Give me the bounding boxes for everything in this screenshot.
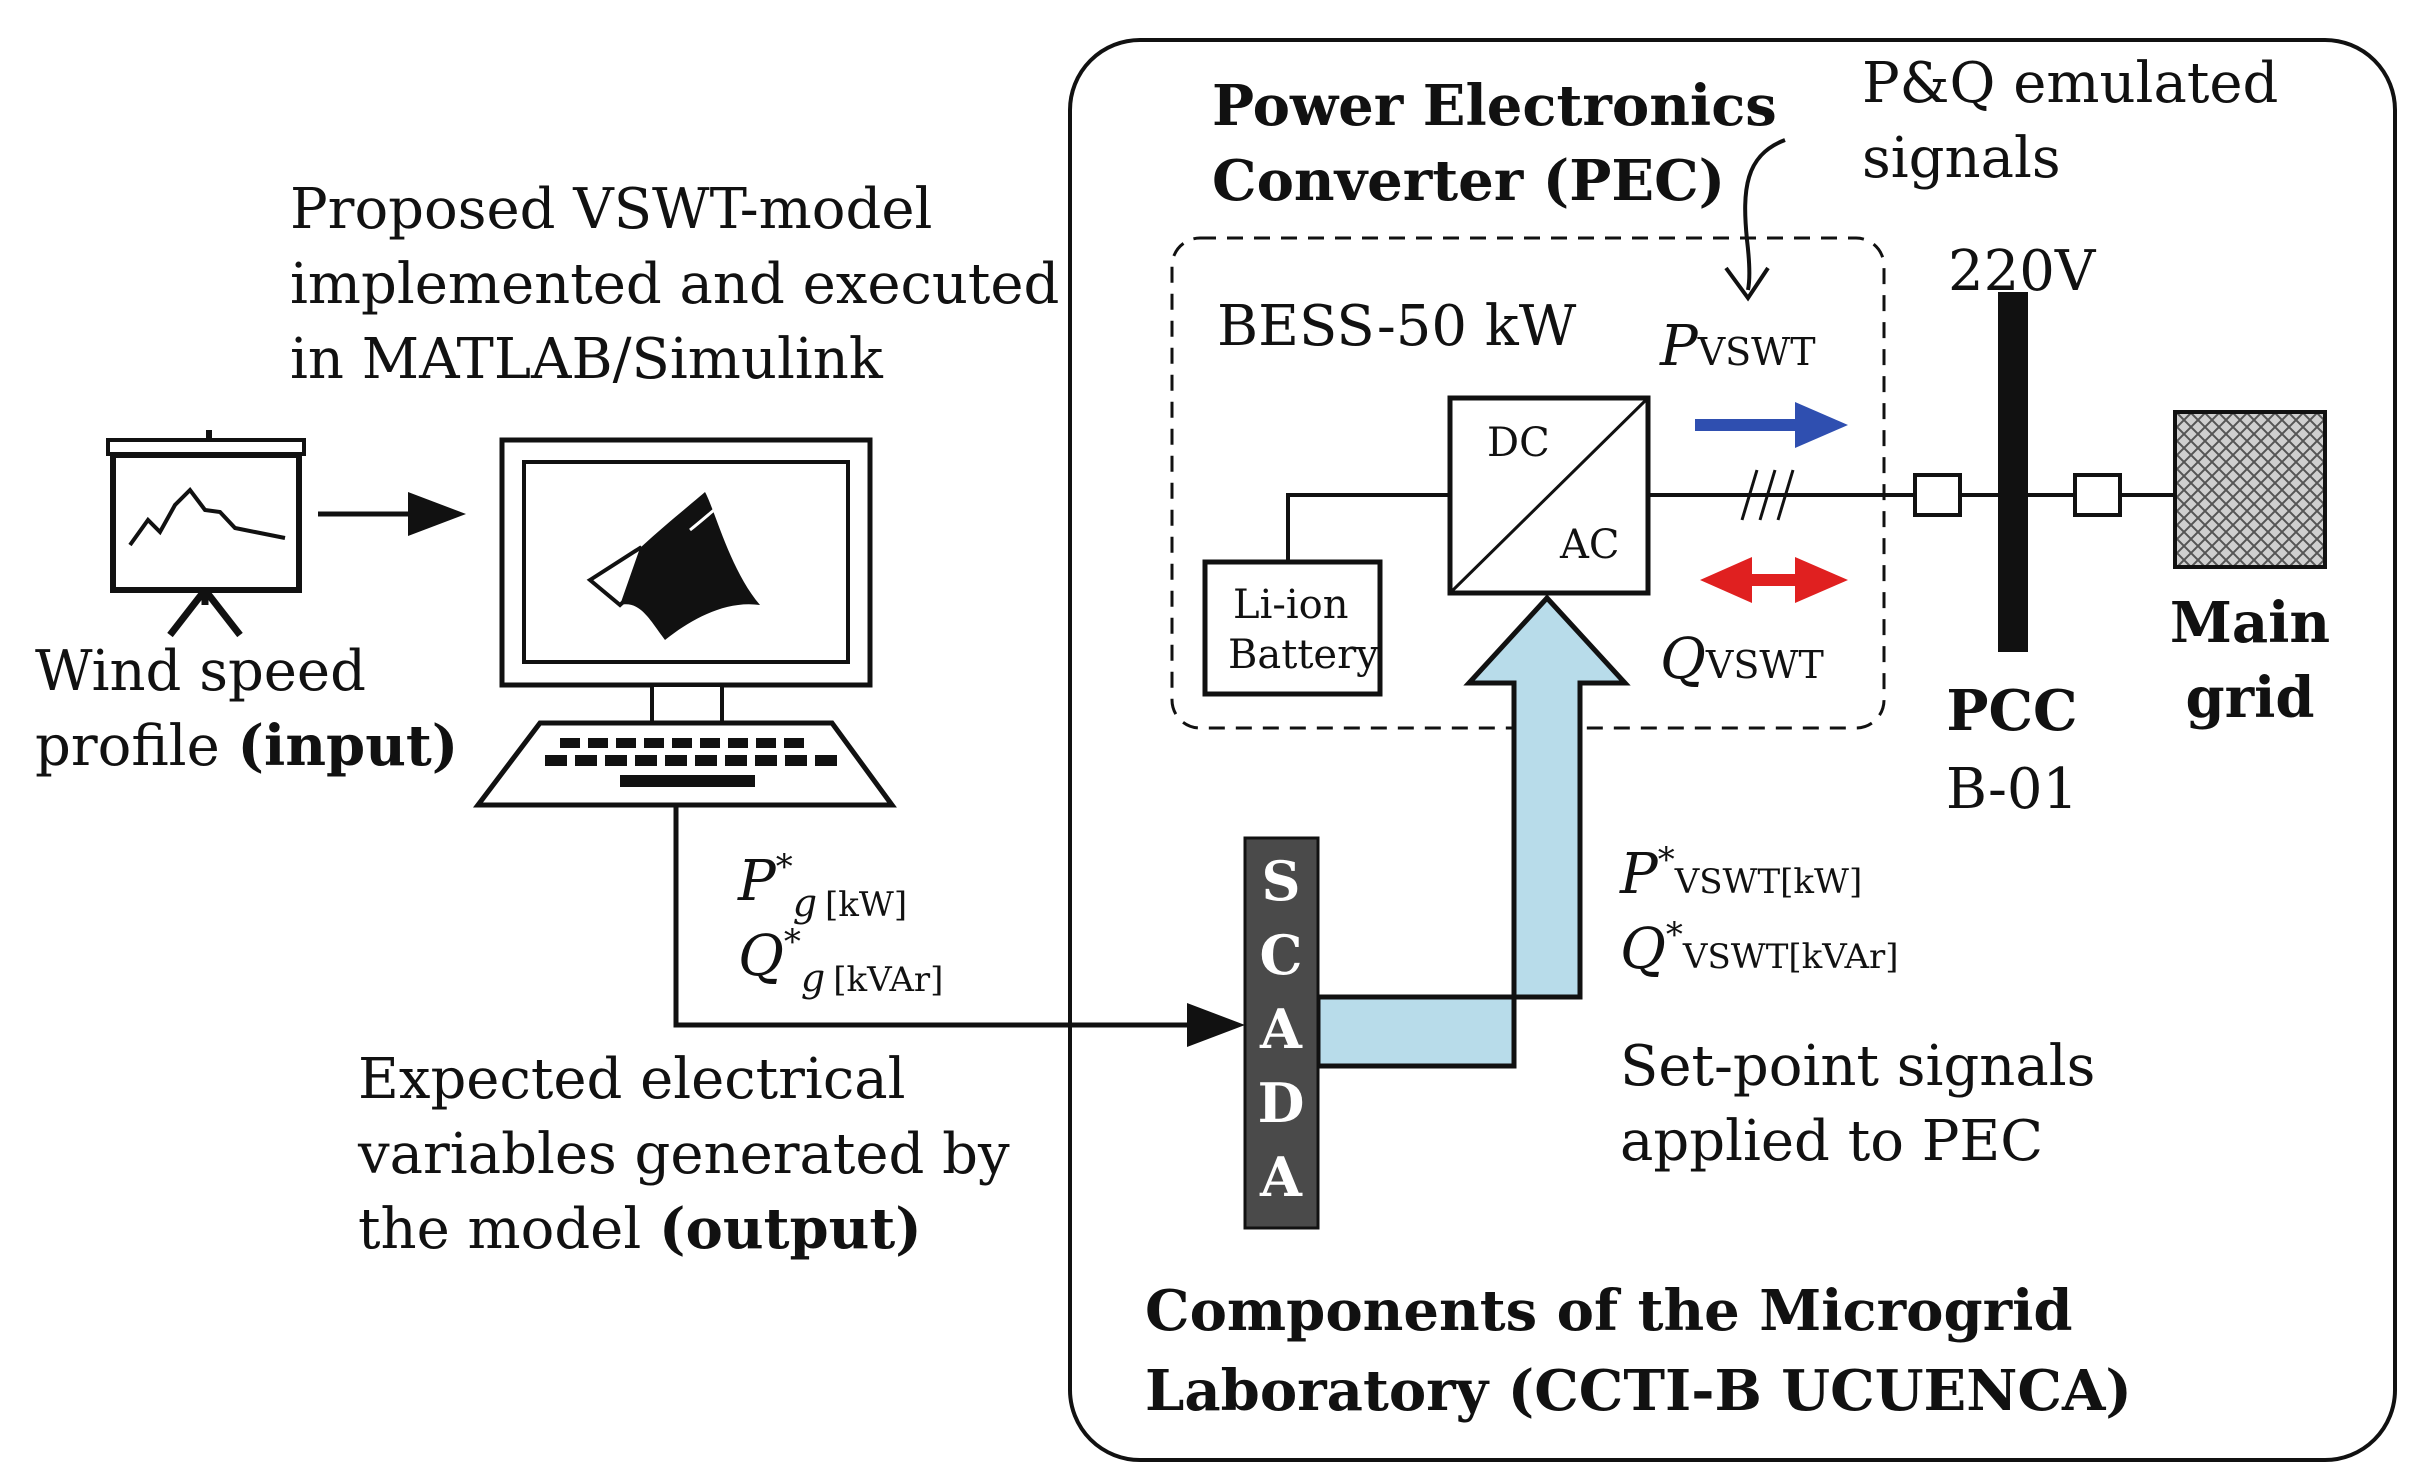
scada-letter: A (1259, 997, 1303, 1061)
p-g-sub: g (793, 881, 817, 925)
expected-text-line1: Expected electrical (358, 1047, 906, 1112)
expected-text-line3: the model (output) (358, 1196, 922, 1262)
q-g-sym: Q (738, 924, 784, 989)
q-g-sup: * (784, 922, 801, 962)
battery-label-line2: Battery (1228, 632, 1379, 678)
pq-pointer-arrow (1724, 138, 1786, 302)
p-g-sym: P (737, 849, 777, 914)
scada-label: S C A D A (1258, 849, 1305, 1209)
dc-ac-converter (1447, 395, 1651, 596)
scada-letter: D (1258, 1071, 1305, 1135)
q-vswt-setpoint-sub: VSWT[kVAr] (1682, 937, 1899, 977)
battery-label-line1: Li-ion (1233, 582, 1349, 628)
q-vswt-setpoint-sym: Q (1620, 917, 1666, 982)
converter-ac-label: AC (1559, 522, 1620, 568)
model-text-line1: Proposed VSWT-model (290, 177, 932, 242)
grid-hatch-icon (2173, 410, 2327, 569)
voltage-label: 220V (1948, 239, 2097, 304)
battery-box (1202, 559, 1383, 697)
input-arrow (318, 492, 466, 536)
converter-dc-label: DC (1487, 420, 1550, 466)
q-vswt-sym: Q (1660, 627, 1706, 692)
p-g-sup: * (776, 847, 793, 887)
scada-letter: S (1262, 849, 1301, 913)
pq-text-line2: signals (1862, 126, 2061, 191)
bess-label: BESS-50 kW (1217, 294, 1577, 359)
q-vswt-setpoint-label: Q*VSWT[kVAr] (1620, 915, 1899, 982)
lab-text-line2: Laboratory (CCTI-B UCUENCA) (1145, 1358, 2132, 1424)
pcc-bus-bar (1998, 292, 2028, 652)
q-vswt-arrow (1700, 557, 1848, 603)
scada-block (1243, 836, 1320, 1230)
setpoint-arrow-body (1315, 594, 1631, 1069)
projector-icon (106, 430, 306, 638)
p-vswt-setpoint-sup: * (1658, 840, 1675, 880)
p-vswt-setpoint-sym: P (1619, 842, 1659, 907)
setpoint-text-line2: applied to PEC (1620, 1109, 2043, 1174)
expected-text-line2: variables generated by (357, 1122, 1010, 1187)
q-vswt-sub: VSWT (1705, 643, 1824, 687)
output-signal-line (673, 805, 1245, 1047)
pec-dashed-box (1170, 236, 1886, 730)
scada-letter: A (1259, 1145, 1303, 1209)
model-text-line2: implemented and executed (290, 252, 1059, 317)
q-g-unit: [kVAr] (833, 960, 943, 1000)
expected-text-bold: (output) (659, 1196, 922, 1262)
p-vswt-sym: P (1659, 314, 1699, 379)
p-vswt-setpoint-sub: VSWT[kW] (1674, 862, 1863, 902)
p-g-unit: [kW] (825, 885, 907, 925)
expected-text-plain: the model (358, 1197, 659, 1262)
scada-letter: C (1260, 923, 1303, 987)
matlab-logo-icon (586, 492, 760, 640)
pcc-label-line1: PCC (1946, 678, 2077, 744)
ac-bus-line (1648, 469, 2175, 521)
pec-title-line2: Converter (PEC) (1212, 148, 1725, 214)
pcc-label-line2: B-01 (1946, 757, 2078, 822)
p-vswt-arrow (1695, 402, 1848, 448)
q-g-label: Q*g[kVAr] (738, 922, 943, 1000)
p-vswt-setpoint-label: P*VSWT[kW] (1619, 840, 1862, 907)
battery-dc-wire (1286, 493, 1450, 562)
pq-text-line1: P&Q emulated (1862, 51, 2278, 116)
wind-text-bold: (input) (238, 713, 459, 779)
wind-text-plain: profile (35, 714, 238, 779)
q-vswt-setpoint-sup: * (1666, 915, 1683, 955)
p-g-label: P*g[kW] (737, 847, 907, 925)
wind-text-line1: Wind speed (35, 639, 366, 704)
lab-container (1068, 38, 2397, 1462)
q-g-sub: g (801, 956, 825, 1000)
p-vswt-sub: VSWT (1697, 330, 1816, 374)
model-text-line3: in MATLAB/Simulink (290, 327, 884, 392)
lab-text-line1: Components of the Microgrid (1145, 1278, 2073, 1344)
pec-title-line1: Power Electronics (1212, 73, 1777, 139)
q-vswt-label: QVSWT (1660, 627, 1824, 692)
setpoint-text-line1: Set-point signals (1620, 1034, 2095, 1099)
main-grid-line1: Main (2170, 590, 2330, 656)
p-vswt-label: PVSWT (1659, 314, 1816, 379)
wind-text-line2: profile (input) (35, 713, 458, 779)
main-grid-line2: grid (2185, 665, 2314, 731)
